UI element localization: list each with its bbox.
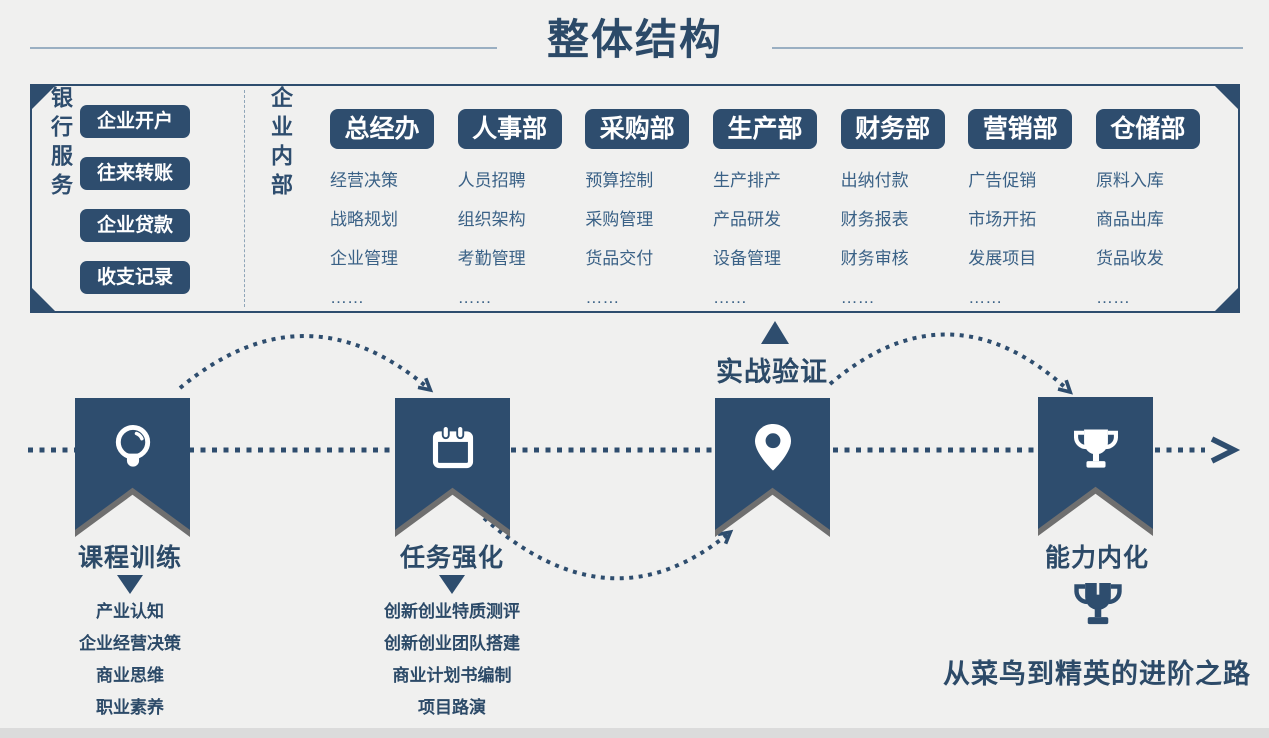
section-divider xyxy=(244,90,245,307)
title-rule-right xyxy=(772,47,1243,49)
box-corner-bottom-left xyxy=(30,286,57,313)
dept-item: 预算控制 xyxy=(585,171,654,190)
dept-item: 货品收发 xyxy=(1095,249,1164,268)
list-item: 职业素养 xyxy=(96,698,164,717)
bottom-bar xyxy=(0,728,1269,738)
dept-item: 企业管理 xyxy=(330,249,398,268)
title-rule-left xyxy=(30,47,497,49)
arc-stage2-to-stage3 xyxy=(482,516,734,581)
dept-item: 考勤管理 xyxy=(457,249,526,268)
list-item: 产业认知 xyxy=(96,602,164,621)
box-corner-top-right xyxy=(1213,84,1240,111)
stage-label-task: 任务强化 xyxy=(399,544,504,572)
dept-header: 总经办 xyxy=(330,109,434,149)
bank-services-label: 银行服务 xyxy=(48,86,73,202)
dept-header: 营销部 xyxy=(968,109,1073,149)
down-triangle-icon xyxy=(439,575,465,594)
dept-item: 财务报表 xyxy=(840,210,909,229)
dept-item-ellipsis: …… xyxy=(840,288,875,307)
calendar-icon xyxy=(432,425,473,469)
bank-services-list: 企业开户 往来转账 企业贷款 收支记录 xyxy=(80,105,190,294)
list-item: 创新创业特质测评 xyxy=(384,602,520,621)
dept-item: 商品出库 xyxy=(1095,210,1164,229)
dept-item-ellipsis: …… xyxy=(712,288,747,307)
dept-column-marketing: 营销部 广告促销 市场开拓 发展项目 …… xyxy=(968,86,1073,311)
dept-item: 财务审核 xyxy=(840,249,909,268)
dept-item: 出纳付款 xyxy=(840,171,909,190)
bank-item-loan: 企业贷款 xyxy=(80,209,190,242)
trophy-icon xyxy=(1073,429,1118,468)
bank-item-transfer: 往来转账 xyxy=(80,157,190,190)
list-item: 商业计划书编制 xyxy=(392,666,512,685)
timeline-arrowhead-icon xyxy=(1210,436,1241,464)
dept-item-ellipsis: …… xyxy=(968,288,1003,307)
stage-ribbon-practice xyxy=(715,398,830,537)
box-corner-bottom-right xyxy=(1213,286,1240,313)
org-structure-box: 银行服务 企业开户 往来转账 企业贷款 收支记录 企业内部 总经办 经营决策 战… xyxy=(30,84,1240,313)
dept-column-general-office: 总经办 经营决策 战略规划 企业管理 …… xyxy=(330,86,434,311)
dept-item: 组织架构 xyxy=(457,210,526,229)
dept-column-hr: 人事部 人员招聘 组织架构 考勤管理 …… xyxy=(457,86,562,311)
stage-ribbon-course xyxy=(75,398,190,537)
up-triangle-icon xyxy=(761,321,789,344)
arc-stage1-to-stage2 xyxy=(178,334,434,393)
list-item: 创新创业团队搭建 xyxy=(384,634,520,653)
lightbulb-icon xyxy=(115,425,150,467)
dept-item: 采购管理 xyxy=(585,210,654,229)
bank-item-records: 收支记录 xyxy=(80,261,190,294)
page-title: 整体结构 xyxy=(546,16,723,63)
stage-label-ability: 能力内化 xyxy=(1044,544,1149,572)
trophy-icon xyxy=(1074,583,1122,625)
stage-ribbon-task xyxy=(395,398,510,537)
dept-item-ellipsis: …… xyxy=(585,288,620,307)
departments-grid: 总经办 经营决策 战略规划 企业管理 …… 人事部 人员招聘 组织架构 考勤管理… xyxy=(300,86,1228,311)
dept-item: 生产排产 xyxy=(712,171,781,190)
dept-item: 广告促销 xyxy=(968,171,1037,190)
list-item: 商业思维 xyxy=(96,666,164,685)
enterprise-internal-label: 企业内部 xyxy=(268,86,293,202)
dept-item: 人员招聘 xyxy=(457,171,526,190)
stage-ribbon-ability xyxy=(1038,397,1153,536)
dept-item: 产品研发 xyxy=(712,210,781,229)
arc-stage3-to-stage4 xyxy=(828,332,1073,395)
dept-item: 设备管理 xyxy=(712,249,781,268)
stage-label-course: 课程训练 xyxy=(77,544,182,572)
dept-header: 采购部 xyxy=(585,109,690,149)
dept-item: 战略规划 xyxy=(330,210,398,229)
final-slogan: 从菜鸟到精英的进阶之路 xyxy=(943,659,1251,689)
dept-column-purchasing: 采购部 预算控制 采购管理 货品交付 …… xyxy=(585,86,690,311)
dept-header: 人事部 xyxy=(457,109,562,149)
list-item: 项目路演 xyxy=(418,698,486,717)
dept-header: 生产部 xyxy=(712,109,817,149)
bank-item-open-account: 企业开户 xyxy=(80,105,190,138)
dept-item: 原料入库 xyxy=(1095,171,1164,190)
dept-item-ellipsis: …… xyxy=(330,288,364,307)
dept-column-production: 生产部 生产排产 产品研发 设备管理 …… xyxy=(712,86,817,311)
dept-item: 货品交付 xyxy=(585,249,654,268)
down-triangle-icon xyxy=(117,575,143,594)
dept-header: 仓储部 xyxy=(1095,109,1200,149)
stage-list-course: 产业认知 企业经营决策 商业思维 职业素养 xyxy=(10,602,250,730)
dept-item: 发展项目 xyxy=(968,249,1037,268)
dept-header: 财务部 xyxy=(840,109,945,149)
dept-column-finance: 财务部 出纳付款 财务报表 财务审核 …… xyxy=(840,86,945,311)
location-pin-icon xyxy=(754,424,791,471)
dept-item: 经营决策 xyxy=(330,171,398,190)
dept-item-ellipsis: …… xyxy=(1095,288,1130,307)
list-item: 企业经营决策 xyxy=(79,634,181,653)
box-corner-top-left xyxy=(30,84,57,111)
stage-label-practice: 实战验证 xyxy=(716,357,828,387)
dept-item: 市场开拓 xyxy=(968,210,1037,229)
stage-list-task: 创新创业特质测评 创新创业团队搭建 商业计划书编制 项目路演 xyxy=(332,602,572,730)
dept-item-ellipsis: …… xyxy=(457,288,492,307)
dept-column-warehouse: 仓储部 原料入库 商品出库 货品收发 …… xyxy=(1095,86,1200,311)
